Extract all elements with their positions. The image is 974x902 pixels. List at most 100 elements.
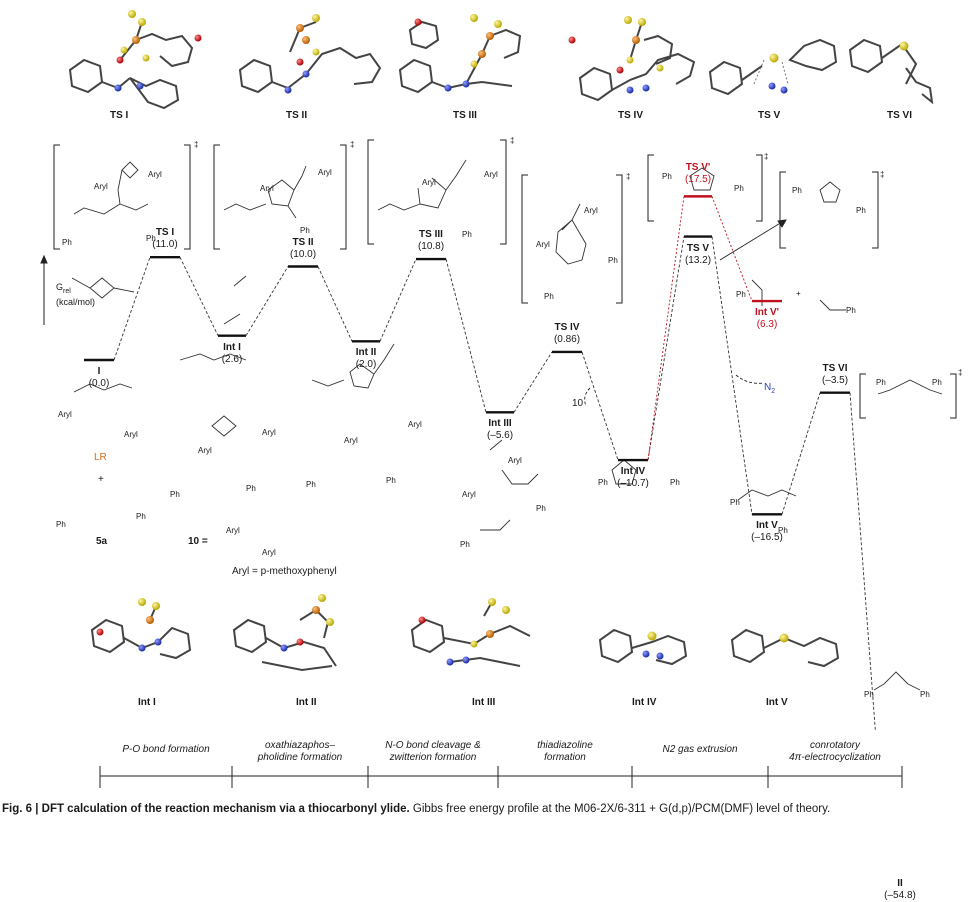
phase-oxathiazaphospholidine: oxathiazaphos–pholidine formation xyxy=(257,740,343,763)
energy-level-name: TS II xyxy=(292,236,314,248)
ts2-struct xyxy=(238,21,382,94)
int1-label: Int I xyxy=(138,697,156,708)
energy-level-IntV: Int V(–16.5) xyxy=(727,520,807,544)
chem-aryl-10b: Aryl xyxy=(262,548,276,557)
energy-level-name: TS IV xyxy=(554,321,580,333)
chem-ph-intiii: Ph xyxy=(536,504,546,513)
chem-aryl-inti-b: Aryl xyxy=(262,428,276,437)
energy-level-TSIV: TS IV(0.86) xyxy=(527,322,607,346)
ts1-struct xyxy=(68,21,194,110)
energy-level-value: (–3.5) xyxy=(821,374,849,386)
phase-n2-extrusion: N2 gas extrusion xyxy=(662,744,738,755)
chem-ph-tsvp: Ph xyxy=(792,186,802,195)
energy-level-name: TS V xyxy=(686,242,710,254)
int4-label: Int IV xyxy=(632,697,657,708)
energy-level-value: (13.2) xyxy=(684,254,712,266)
dagger-tsvi: ‡ xyxy=(958,368,963,377)
dagger-ts4: ‡ xyxy=(626,172,631,181)
chem-ph-intiv: Ph xyxy=(598,478,608,487)
chem-aryl-ts2b: Aryl xyxy=(318,168,332,177)
energy-level-TSI: TS I(11.0) xyxy=(125,227,205,251)
chem-ph-ts4b: Ph xyxy=(544,292,554,301)
energy-level-name: II xyxy=(897,878,903,890)
energy-level-IntII: Int II(2.0) xyxy=(326,347,406,371)
phase-timeline xyxy=(99,766,903,788)
energy-level-IntIII: Int III(–5.6) xyxy=(460,418,540,442)
connector-TSIII-IntIII xyxy=(445,258,487,413)
chem-ph-intii-b: Ph xyxy=(386,476,396,485)
energy-level-name: I xyxy=(97,366,101,377)
ts2-label: TS II xyxy=(286,110,308,121)
energy-level-name: TS V' xyxy=(685,162,711,174)
energy-level-value: (10.8) xyxy=(417,241,445,253)
figure-stage: TS I TS II TS III TS IV TS V TS VI xyxy=(2,10,963,901)
ts6-label: TS VI xyxy=(887,110,913,121)
dagger-ts5: ‡ xyxy=(764,152,769,161)
int5-label: Int V xyxy=(766,697,788,708)
energy-level-value: (2.6) xyxy=(221,353,243,365)
connector-IntIV-TSVp xyxy=(647,196,685,461)
energy-level-name: Int III xyxy=(488,418,512,430)
chem-ph-inti: Ph xyxy=(170,490,180,499)
chem-ph-intvp-b: Ph xyxy=(846,306,856,315)
chem-aryl-ts4b: Aryl xyxy=(536,240,550,249)
chem-bonds xyxy=(71,159,943,691)
chem-aryl-ts2: Aryl xyxy=(260,184,274,193)
energy-level-value: (–16.5) xyxy=(751,532,783,544)
ts-structures-top xyxy=(68,10,934,110)
axis-label: Grel (kcal/mol) xyxy=(56,282,96,307)
chem-ph-intv-b: Ph xyxy=(778,526,788,535)
connector-IntIII-TSIV xyxy=(513,351,553,413)
ts1-label: TS I xyxy=(110,110,129,121)
chem-aryl-lr: Aryl xyxy=(58,410,72,419)
energy-level-name: Int II xyxy=(355,347,377,359)
caption-title: Fig. 6 | DFT calculation of the reaction… xyxy=(2,803,410,815)
chem-aryl-intii-b: Aryl xyxy=(408,420,422,429)
energy-level-IntI: Int I(2.6) xyxy=(192,342,272,366)
chem-aryl-intiii: Aryl xyxy=(508,456,522,465)
chem-ph-tsvi: Ph xyxy=(876,378,886,387)
connector-TSIV-IntIV xyxy=(581,351,619,461)
chem-ph-intii: Ph xyxy=(306,480,316,489)
energy-level-value: (0.0) xyxy=(88,378,110,389)
chem-ph-5a-b: Ph xyxy=(136,512,146,521)
energy-level-value: (–54.8) xyxy=(884,890,916,902)
energy-level-IntVp: Int V'(6.3) xyxy=(727,307,807,331)
chem-ph-ts5b: Ph xyxy=(734,184,744,193)
chem-ph-ts4: Ph xyxy=(608,256,618,265)
energy-level-name: TS III xyxy=(419,229,443,241)
chem-ph-ts1: Ph xyxy=(62,238,72,247)
dagger-ts2: ‡ xyxy=(350,140,355,149)
chem-ph-ts2: Ph xyxy=(300,226,310,235)
energy-level-TSV: TS V(13.2) xyxy=(658,243,738,267)
energy-level-IntIV: Int IV(–10.7) xyxy=(593,466,673,490)
ts3-label: TS III xyxy=(453,110,477,121)
chem-ph-ts5: Ph xyxy=(662,172,672,181)
chem-ph-ts1b: Ph xyxy=(146,234,156,243)
ts4-struct xyxy=(578,21,696,102)
ts5-label: TS V xyxy=(758,110,781,121)
chem-ph-inti-b: Ph xyxy=(246,484,256,493)
plus-sign: + xyxy=(98,474,104,485)
energy-level-value: (10.0) xyxy=(289,248,317,260)
energy-level-name: Int IV xyxy=(620,466,646,478)
dagger-ts1: ‡ xyxy=(194,140,199,149)
connector-TSVI-II xyxy=(849,392,876,730)
energy-level-value: (11.0) xyxy=(152,239,178,251)
connector-IntII-TSIII xyxy=(379,258,417,342)
dagger-ts3: ‡ xyxy=(510,136,515,145)
chem-ph-ii: Ph xyxy=(864,690,874,699)
connector-TSII-IntII xyxy=(317,266,353,342)
ts-brackets xyxy=(53,139,957,419)
ts3-struct xyxy=(398,20,522,94)
energy-level-TSVp: TS V'(17.5) xyxy=(658,162,738,186)
chem-aryl-inti: Aryl xyxy=(198,446,212,455)
chem-ph-intv: Ph xyxy=(730,498,740,507)
phase-no-cleavage: N-O bond cleavage &zwitterion formation xyxy=(385,740,481,763)
int3-label: Int III xyxy=(472,697,496,708)
chem-aryl-ts3b: Aryl xyxy=(484,170,498,179)
chem-ph-ts3: Ph xyxy=(462,230,472,239)
connector-TSVp-IntVp xyxy=(711,196,753,302)
energy-level-name: Int V xyxy=(756,520,778,532)
